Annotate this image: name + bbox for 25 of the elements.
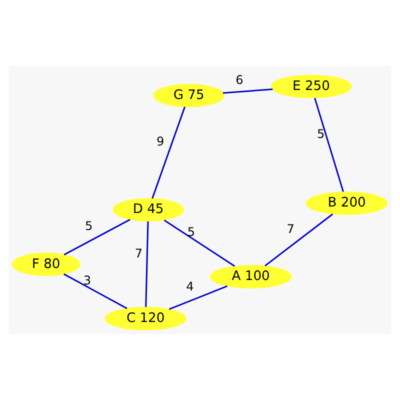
edge-label: 6	[236, 73, 244, 88]
edge-label: 5	[187, 225, 196, 240]
connector	[264, 214, 334, 266]
connector	[314, 98, 344, 192]
connector	[64, 273, 128, 310]
connector	[152, 106, 186, 199]
connector	[145, 221, 149, 308]
edge-label: 3	[83, 273, 92, 288]
node-ellipse: D 45	[112, 198, 184, 222]
node-ellipse: A 100	[210, 265, 292, 288]
edge-label: 4	[186, 280, 194, 294]
connector	[168, 285, 228, 310]
node-ellipse: C 120	[104, 306, 186, 330]
edge-label: 7	[134, 246, 143, 260]
connector	[64, 218, 130, 256]
connector	[164, 220, 235, 267]
node-ellipse: B 200	[306, 192, 388, 215]
node-ellipse: E 250	[270, 74, 352, 98]
edge-label: 9	[156, 134, 164, 149]
node-ellipse: F 80	[12, 252, 80, 276]
edge-label: 5	[85, 219, 93, 234]
edge-label: 5	[316, 126, 325, 141]
connector	[222, 88, 273, 94]
edge-label: 7	[286, 222, 294, 236]
node-ellipse: G 75	[153, 84, 224, 108]
